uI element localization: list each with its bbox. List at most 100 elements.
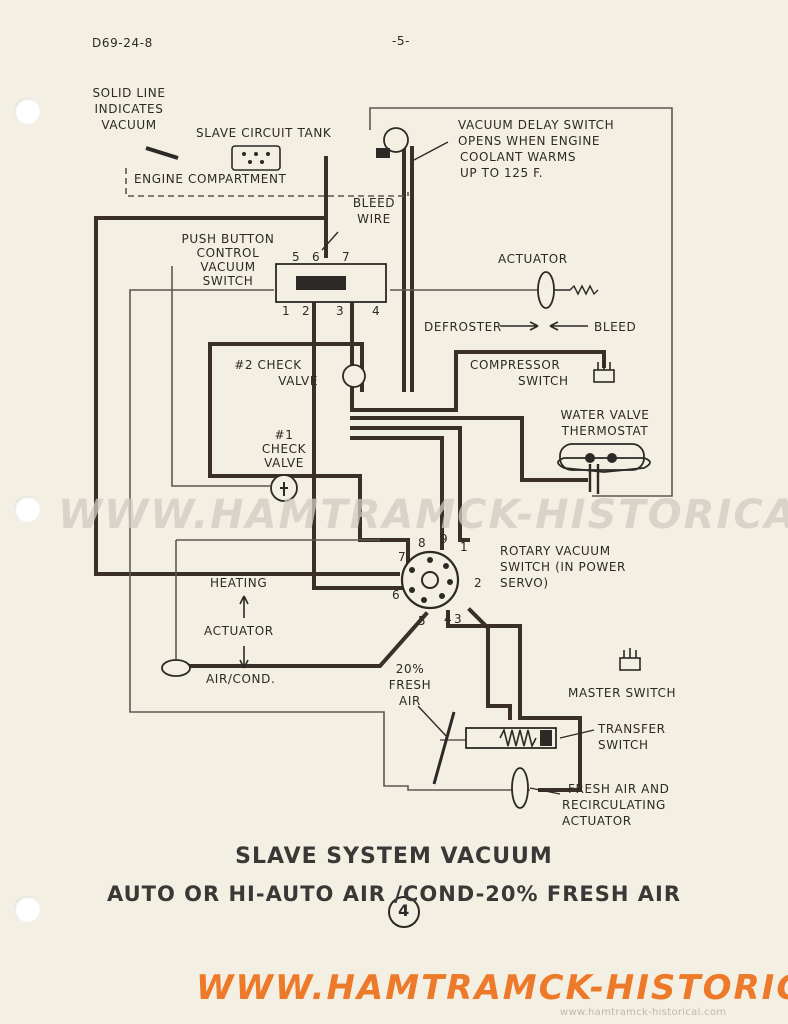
rot-port-5: 5 [418,614,427,628]
check-valve-2 [342,364,366,388]
recirc-actuator-line-3: ACTUATOR [562,814,632,828]
transfer-switch-spring [499,727,537,749]
recirc-actuator-line-2: RECIRCULATING [562,798,666,812]
vacuum-line-left-loop [94,216,400,576]
pb-port-6: 6 [312,250,321,264]
vacuum-line-rotary-6 [312,294,406,590]
recirc-leader [529,787,561,795]
actuator-left-label: ACTUATOR [204,624,274,638]
vacuum-delay-switch-body [376,148,390,158]
legend-solid-line [145,146,179,160]
bleed-leader [321,231,339,251]
check-valve-2-line-1: #2 CHECK [234,358,302,372]
rot-port-3: 3 [454,612,463,626]
thermostat-port-left [585,453,595,463]
diagram-title: SLAVE SYSTEM VACUUM [235,844,553,869]
delay-switch-line-3: COOLANT WARMS [460,150,577,164]
figure-number: 4 [398,901,410,920]
transfer-switch-line-1: TRANSFER [598,722,666,736]
master-switch-label: MASTER SWITCH [568,686,677,700]
document-id: D69-24-8 [92,36,153,50]
pb-port-2: 2 [302,304,311,318]
legend-line-1: SOLID LINE [92,86,166,100]
engine-compartment-boundary [125,168,409,197]
thin-line-right-loop [369,107,673,497]
water-valve-line-1: WATER VALVE [560,408,650,422]
push-button-line-3: VACUUM [200,260,256,274]
push-button-line-2: CONTROL [196,246,260,260]
rot-port-2: 2 [474,576,483,590]
rot-port-9: 9 [440,532,449,546]
vacuum-line-delay-switch [402,146,414,392]
vacuum-line-rotary-2 [350,436,444,550]
recirculating-actuator [511,767,529,809]
check-valve-2-line-2: VALVE [278,374,318,388]
punch-hole-bottom [14,896,40,922]
check-valve-1-line-3: VALVE [264,456,304,470]
vacuum-line-recirc [518,716,582,792]
check-valve-1-mark [280,482,288,496]
check-valve-1-line-2: CHECK [261,442,307,456]
delay-switch-line-4: UP TO 125 F. [460,166,544,180]
defroster-bleed-arrow [500,321,588,331]
actuator-spring [554,284,599,296]
push-button-line-1: PUSH BUTTON [181,232,275,246]
fresh-air-leader [417,705,449,739]
bleed-lines [125,107,673,791]
delay-switch-line-2: OPENS WHEN ENGINE [458,134,601,148]
vacuum-line-transfer [446,610,522,720]
vacuum-line-check1-loop [208,342,284,478]
engine-compartment-label: ENGINE COMPARTMENT [134,172,287,186]
rotary-switch-ports [409,557,453,603]
rotary-switch-line-1: ROTARY VACUUM [500,544,611,558]
compressor-switch-pins [597,360,611,370]
slave-circuit-tank [231,145,281,171]
watermark-small: www.hamtramck-historical.com [560,1007,727,1018]
transfer-switch-cap [540,730,552,746]
vacuum-delay-switch [383,127,409,153]
rot-port-4: 4 [444,612,453,626]
pb-port-1: 1 [282,304,291,318]
delay-switch-line-1: VACUUM DELAY SWITCH [458,118,615,132]
pb-port-3: 3 [336,304,345,318]
rot-port-6: 6 [392,588,401,602]
thin-line-left-loop [129,289,530,791]
tank-dots [242,152,270,164]
legend-line-3: VACUUM [101,118,157,132]
check-valve-1-line-1: #1 [274,428,294,442]
fresh-air-line-3: AIR [399,694,421,708]
water-valve-line-2: THERMOSTAT [561,424,649,438]
rot-port-7: 7 [398,550,407,564]
heating-label: HEATING [210,576,268,590]
rot-port-1: 1 [460,540,469,554]
compressor-switch-line-2: SWITCH [518,374,569,388]
rotary-switch-line-3: SERVO) [500,576,549,590]
vacuum-line-rotary-1 [350,426,470,542]
fresh-air-door [432,711,456,785]
vacuum-line-master [467,607,512,720]
watermark-middle: WWW.HAMTRAMCK-HISTORICAL.COM [58,492,788,538]
punch-hole-top [14,98,40,124]
legend-line-2: INDICATES [94,102,164,116]
transfer-switch-line-2: SWITCH [598,738,649,752]
fresh-air-line-2: FRESH [388,678,432,692]
thin-line-check1 [171,266,270,487]
diagram-subtitle: AUTO OR HI-AUTO AIR /COND-20% FRESH AIR [106,882,681,906]
page-number: -5- [392,34,411,48]
compressor-switch [593,369,615,383]
defroster-label: DEFROSTER [424,320,502,334]
thermostat-tubes [588,464,600,494]
delay-leader [413,141,449,161]
watermark-bottom: WWW.HAMTRAMCK-HISTORICAL.COM [196,968,788,1008]
push-button-switch-slider [296,276,346,290]
fresh-air-line-1: 20% [395,662,425,676]
push-button-line-4: SWITCH [202,274,254,288]
figure-number-circle [388,896,420,928]
vacuum-line-compressor [350,294,606,412]
transfer-leader [559,729,595,739]
pb-port-7: 7 [342,250,351,264]
bleed-wire-line-1: BLEED [352,196,396,210]
rot-port-8: 8 [418,536,427,550]
vacuum-line-heating-actuator [184,611,429,668]
